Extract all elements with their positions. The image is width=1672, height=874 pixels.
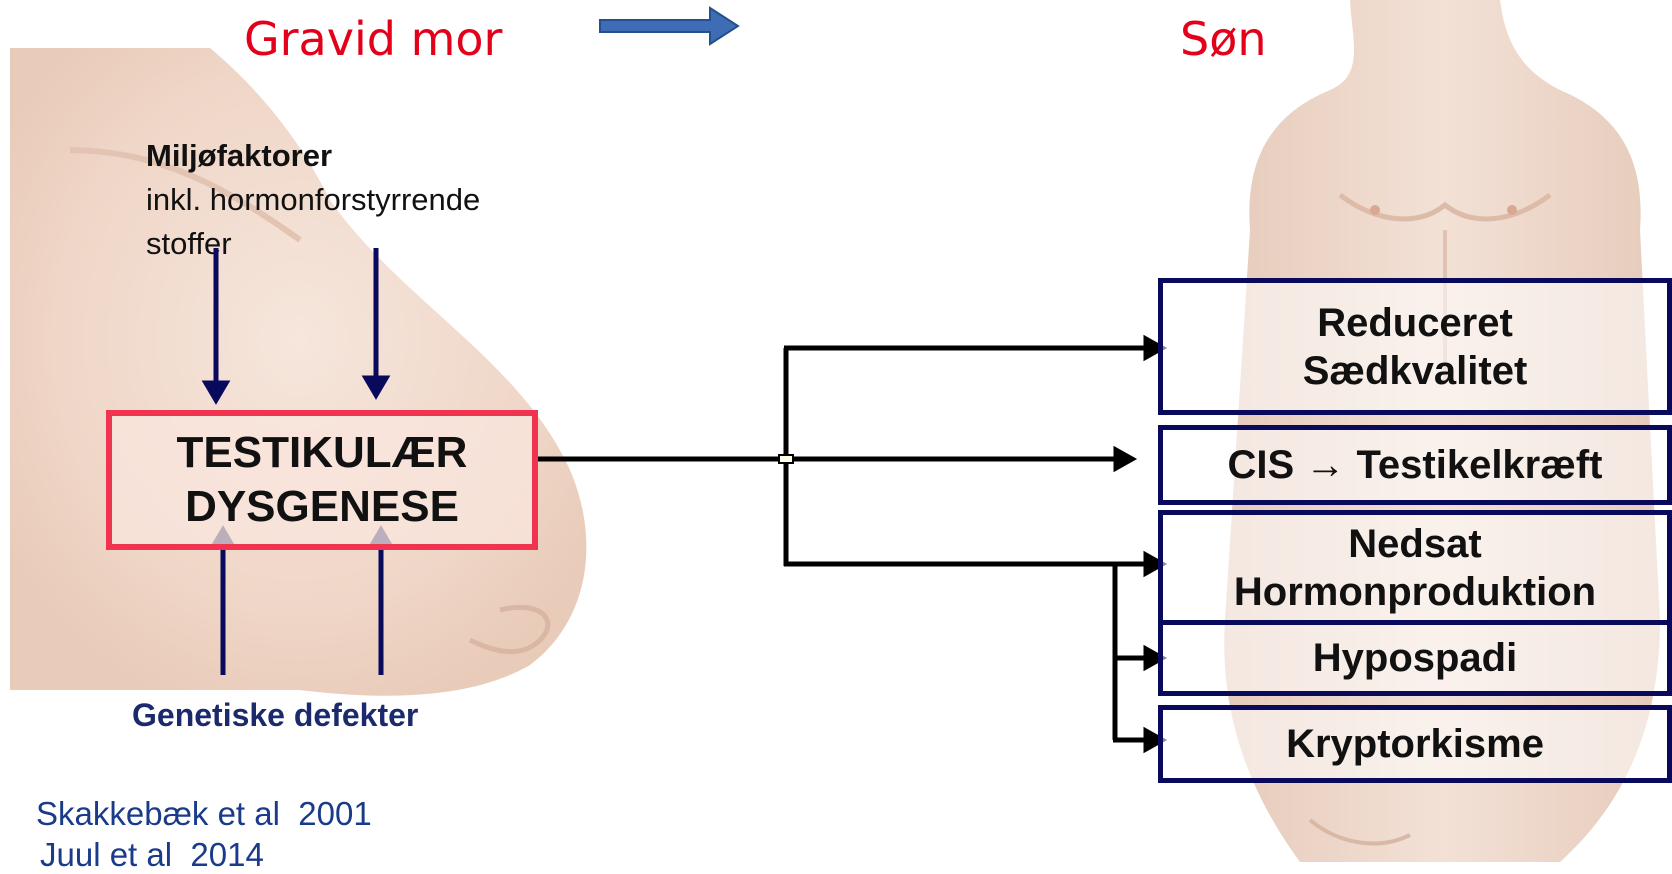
outcome-3-line1: Nedsat bbox=[1348, 521, 1482, 566]
reference-1: Skakkebæk et al 2001 bbox=[36, 795, 372, 832]
outcome-reduced-hormone-production: Nedsat Hormonproduktion bbox=[1158, 510, 1672, 620]
env-factors-line1: inkl. hormonforstyrrende bbox=[146, 182, 481, 218]
outcome-1-line2: Sædkvalitet bbox=[1302, 348, 1528, 393]
genetic-defects-label: Genetiske defekter bbox=[132, 697, 419, 733]
outcome-2-line1: CIS → Testikelkræft bbox=[1227, 443, 1603, 487]
outcome-cis-testicular-cancer: CIS → Testikelkræft bbox=[1158, 425, 1672, 505]
outcome-hypospadias: Hypospadi bbox=[1158, 620, 1672, 696]
right-title: Søn bbox=[1180, 12, 1267, 66]
outcome-4-line1: Hypospadi bbox=[1312, 636, 1518, 680]
outcome-1-line1: Reduceret bbox=[1317, 300, 1513, 345]
header-arrow-icon bbox=[599, 6, 740, 46]
outcome-5-line1: Kryptorkisme bbox=[1286, 722, 1544, 766]
env-factors-label: Miljøfaktorer inkl. hormonforstyrrende s… bbox=[146, 134, 480, 266]
center-line1: TESTIKULÆR bbox=[176, 428, 468, 478]
center-line2: DYSGENESE bbox=[185, 482, 459, 531]
left-title: Gravid mor bbox=[244, 12, 503, 66]
env-factors-title: Miljøfaktorer bbox=[146, 138, 333, 173]
reference-2: Juul et al 2014 bbox=[40, 836, 264, 873]
outcome-cryptorchidism: Kryptorkisme bbox=[1158, 705, 1672, 783]
testicular-dysgenesis-box: TESTIKULÆR DYSGENESE bbox=[106, 410, 538, 550]
outcome-reduced-semen-quality: Reduceret Sædkvalitet bbox=[1158, 278, 1672, 415]
junction-node bbox=[778, 454, 794, 464]
outcome-3-line2: Hormonproduktion bbox=[1233, 569, 1597, 614]
